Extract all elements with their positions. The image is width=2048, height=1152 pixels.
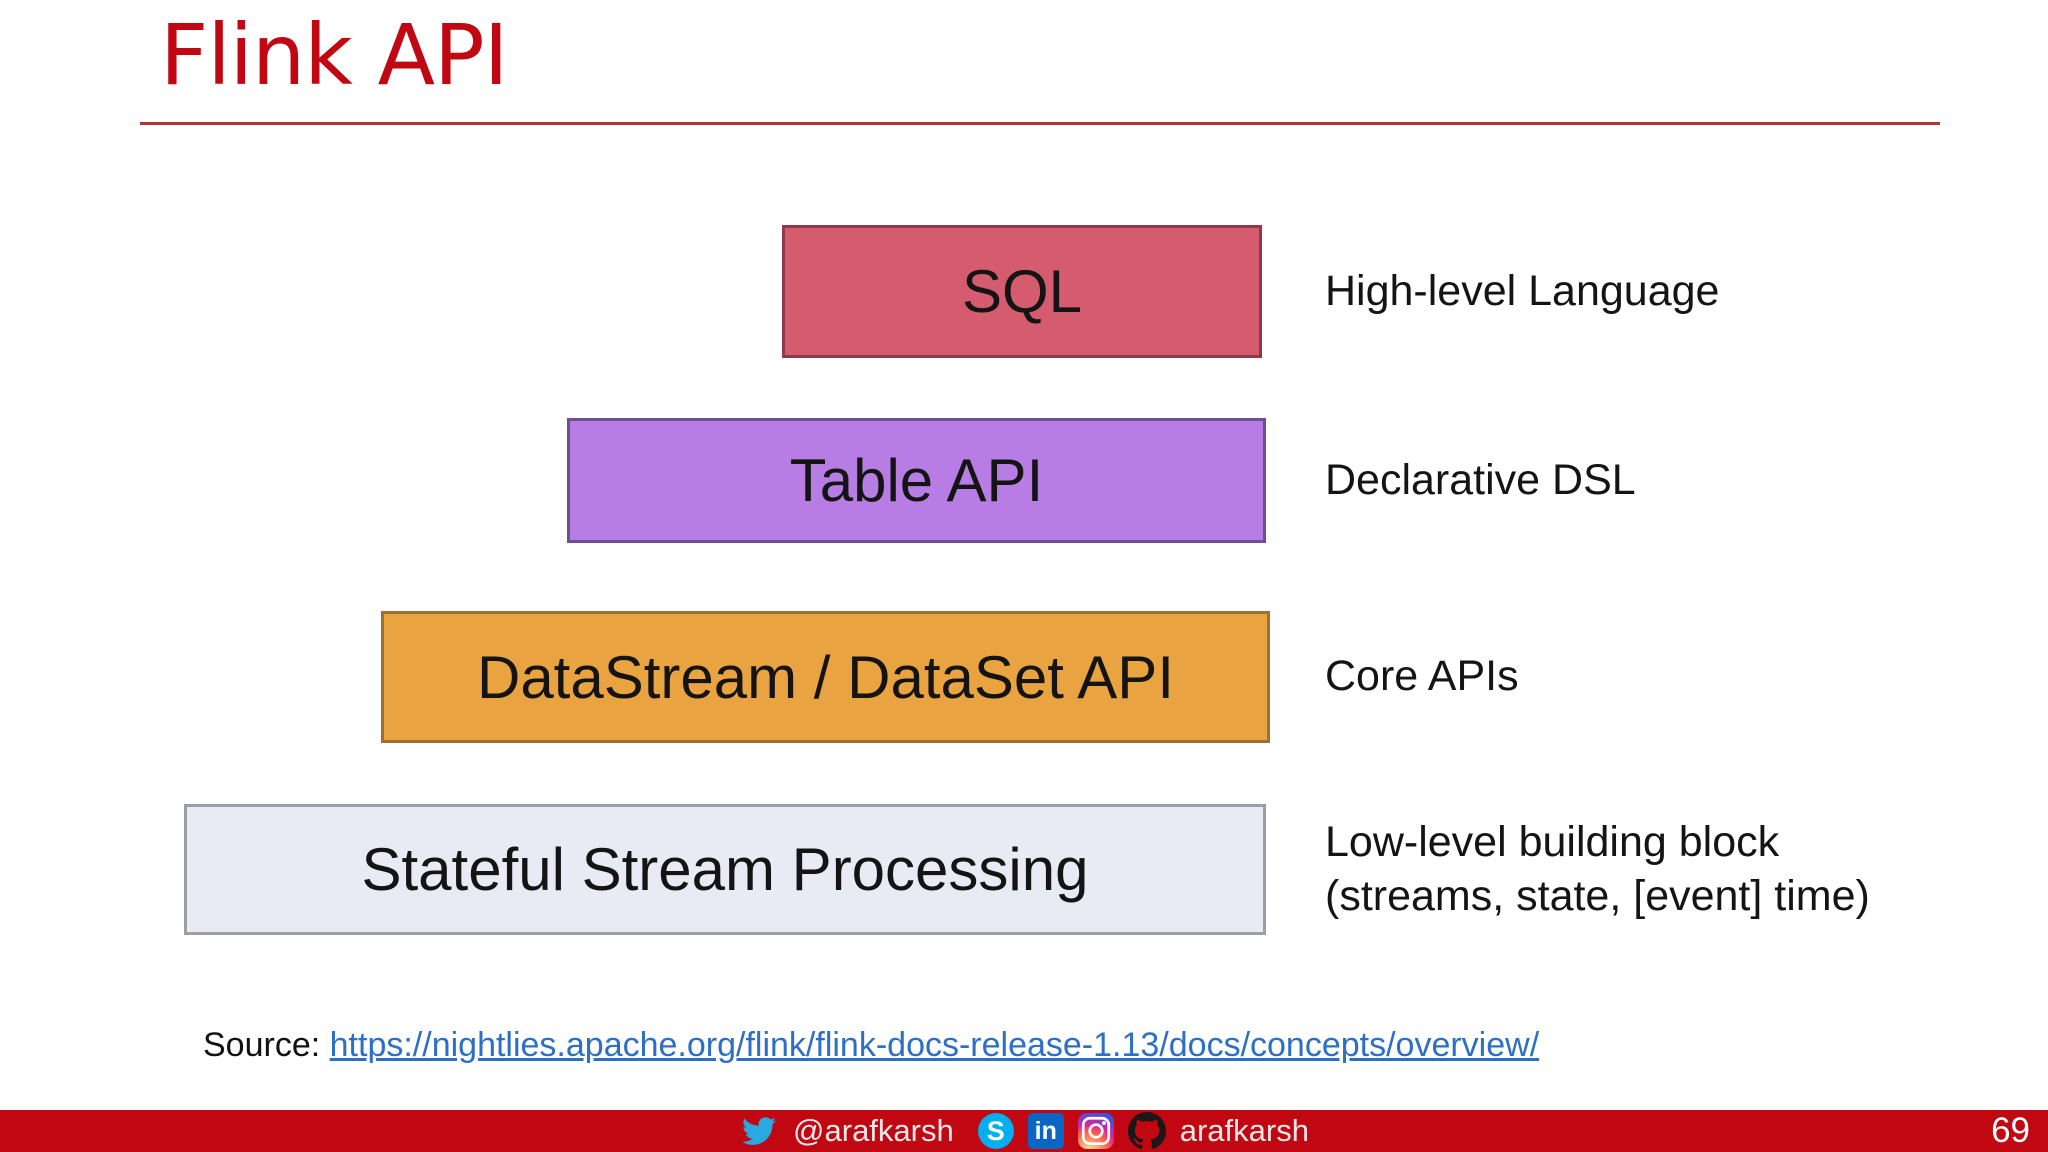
skype-icon: S [977,1113,1014,1149]
layer-label-datastream-dataset-api: DataStream / DataSet API [476,643,1174,711]
twitter-icon [739,1114,779,1148]
layer-box-stateful-stream-processing: Stateful Stream Processing [184,804,1266,935]
title-underline [140,122,1940,125]
twitter-handle: @arafkarsh [793,1113,954,1148]
page-title: Flink API [160,6,508,104]
footer-social-cluster: @arafkarsh S in arafkarsh [739,1112,1309,1150]
annotation-core-apis: Core APIs [1325,611,1519,743]
source-line: Source: https://nightlies.apache.org/fli… [203,1026,1539,1065]
layer-label-table-api: Table API [789,447,1044,514]
annotation-low-level: Low-level building block (streams, state… [1325,804,1870,935]
annotation-text: Declarative DSL [1325,455,1636,504]
source-link[interactable]: https://nightlies.apache.org/flink/flink… [329,1026,1540,1064]
source-label: Source: [203,1026,321,1064]
page-number: 69 [1991,1111,2030,1150]
annotation-text-line1: Low-level building block [1325,817,1780,866]
layer-label-stateful-stream-processing: Stateful Stream Processing [361,836,1089,903]
linkedin-icon: in [1027,1113,1064,1149]
instagram-icon [1077,1113,1114,1149]
github-handle: arafkarsh [1179,1113,1309,1148]
annotation-text: Core APIs [1325,652,1519,701]
annotation-sql: High-level Language [1325,225,1719,358]
layer-box-sql: SQL [782,225,1262,358]
layer-box-datastream-dataset-api: DataStream / DataSet API [381,611,1270,743]
annotation-table-api: Declarative DSL [1325,418,1636,543]
layer-box-table-api: Table API [567,418,1266,543]
layer-label-sql: SQL [961,258,1083,325]
github-icon [1127,1112,1166,1150]
annotation-text-line2: (streams, state, [event] time) [1325,871,1870,920]
footer-bar: @arafkarsh S in arafkarsh 69 [0,1110,2048,1152]
annotation-text: High-level Language [1325,266,1720,315]
